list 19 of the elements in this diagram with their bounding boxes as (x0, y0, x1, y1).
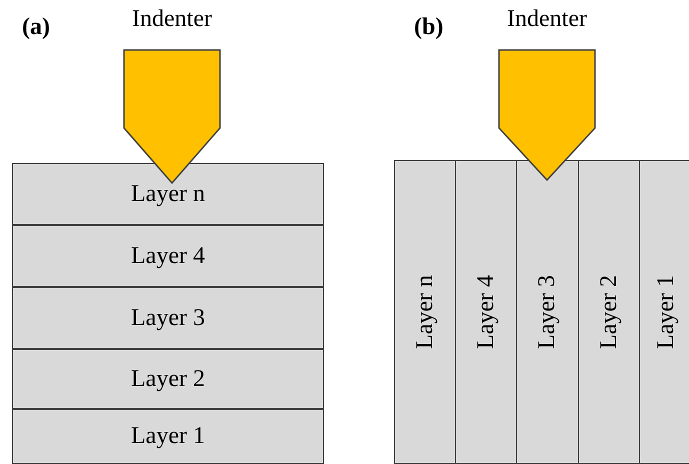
layer-column (394, 160, 456, 464)
layer-column (516, 160, 579, 464)
layer-block: Layer 2 (12, 349, 324, 409)
indenter-label: Indenter (507, 6, 587, 33)
layer-label: Layer 3 (534, 275, 561, 349)
layer-column (578, 160, 640, 464)
layer-block: Layer 3 (12, 287, 324, 349)
panel-label: (a) (22, 14, 50, 41)
layer-column (455, 160, 517, 464)
indenter-label: Indenter (132, 6, 212, 33)
layer-label: Layer 4 (472, 275, 500, 349)
layer-column (639, 160, 689, 464)
layer-block: Layer 1 (12, 409, 324, 464)
layer-label: Layer 1 (653, 275, 680, 349)
panel-label: (b) (414, 14, 444, 41)
layer-block: Layer n (12, 163, 324, 225)
layer-block: Layer 4 (12, 225, 324, 287)
layer-label: Layer 2 (596, 275, 622, 349)
layer-label: Layer n (412, 275, 438, 349)
